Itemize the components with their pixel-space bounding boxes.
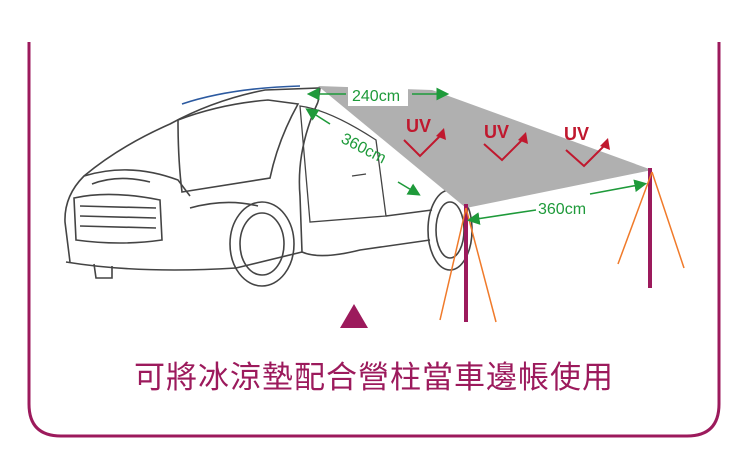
svg-text:UV: UV: [484, 122, 509, 142]
uv-marker: UV: [483, 122, 528, 162]
dimension-arrows: [305, 87, 648, 225]
usage-caption: 可將冰涼墊配合營柱當車邊帳使用: [134, 360, 614, 396]
frame-border: [27, 42, 721, 438]
svg-text:UV: UV: [406, 116, 431, 136]
width-label: 240cm: [352, 88, 400, 105]
car-roof-line: [181, 85, 301, 105]
triangle-marker-icon: [340, 304, 368, 328]
uv-marker: UV: [564, 124, 610, 168]
svg-text:UV: UV: [564, 124, 589, 144]
length-label-bottom: 360cm: [538, 201, 586, 218]
awning-sheet: [318, 86, 652, 208]
uv-marker: UV: [403, 116, 446, 158]
